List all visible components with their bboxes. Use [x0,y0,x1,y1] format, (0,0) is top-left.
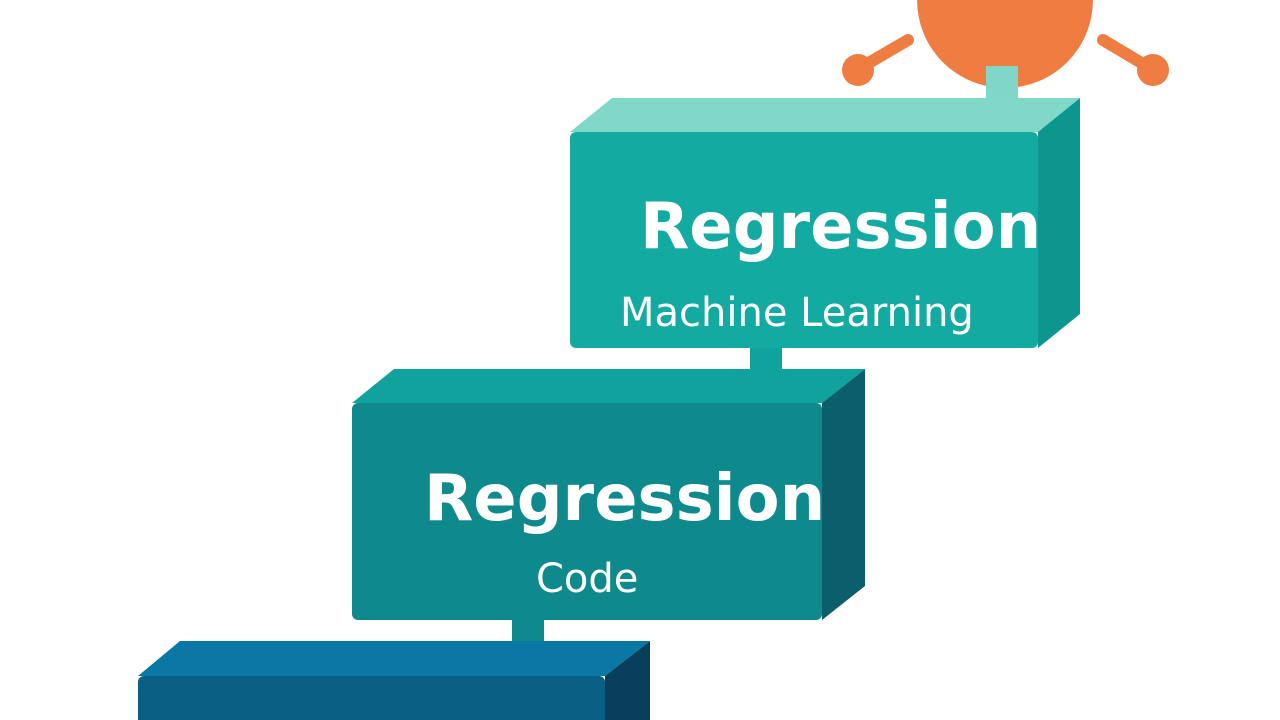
block-middle-subtitle: Code [536,556,639,602]
block-top-title: Regression [640,190,1042,264]
block-top [570,98,1080,348]
block-bottom [138,641,650,720]
block-middle [352,369,865,620]
orange-node-icon [842,0,1169,110]
block-top-subtitle: Machine Learning [620,290,974,336]
block-middle-title: Regression [424,462,826,536]
